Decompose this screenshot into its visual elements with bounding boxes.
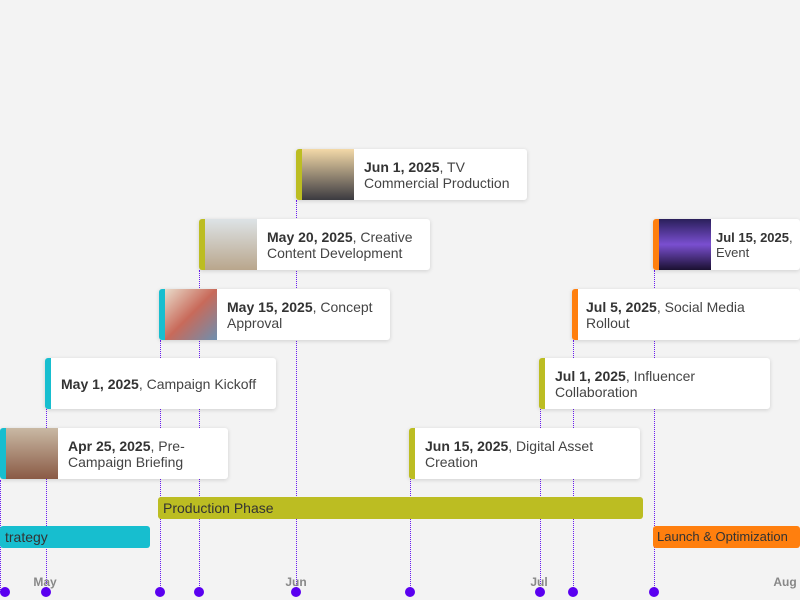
event-date: Jul 5, 2025 [586,298,657,315]
event-card[interactable]: Jul 1, 2025, Influencer Collaboration [539,358,770,409]
event-marker[interactable] [568,587,578,597]
event-line [410,479,411,592]
event-marker[interactable] [291,587,301,597]
axis-tick-label: Aug [773,575,797,589]
phase-production[interactable]: Production Phase [158,497,643,519]
event-image [165,289,217,340]
event-title: , Campaign Kickoff [138,375,257,392]
phase-launch[interactable]: Launch & Optimization [653,526,800,548]
event-title: , TV Commercial Production [364,158,510,191]
event-image [205,219,257,270]
event-title: , Event [716,229,793,260]
event-date: May 1, 2025 [61,375,139,392]
event-line [296,200,297,592]
event-date: Jul 1, 2025 [555,367,626,384]
event-date: May 15, 2025 [227,298,313,315]
event-date: Jun 15, 2025 [425,437,509,454]
axis-tick-label: Jul [530,575,548,589]
event-title: , Concept Approval [227,298,373,331]
event-date: Jul 15, 2025 [716,229,789,245]
event-image [6,428,58,479]
event-card[interactable]: May 20, 2025, Creative Content Developme… [199,219,430,270]
event-card[interactable]: Jul 5, 2025, Social Media Rollout [572,289,800,340]
axis-tick-label: Jun [285,575,307,589]
event-title: , Social Media Rollout [586,298,745,331]
event-title: , Pre-Campaign Briefing [68,437,185,470]
phase-strategy[interactable]: trategy [0,526,150,548]
event-line [654,270,655,592]
event-title: , Influencer Collaboration [555,367,696,400]
event-card[interactable]: Jun 1, 2025, TV Commercial Production [296,149,527,200]
event-marker[interactable] [405,587,415,597]
event-card[interactable]: Apr 25, 2025, Pre-Campaign Briefing [0,428,228,479]
event-marker[interactable] [649,587,659,597]
axis-tick-label: May [33,575,57,589]
event-title: , Creative Content Development [267,228,413,261]
event-image [302,149,354,200]
event-card[interactable]: Jun 15, 2025, Digital Asset Creation [409,428,640,479]
event-marker[interactable] [194,587,204,597]
event-marker[interactable] [0,587,10,597]
event-date: Jun 1, 2025 [364,158,440,175]
event-card[interactable]: Jul 15, 2025, Event [653,219,800,270]
event-date: May 20, 2025 [267,228,353,245]
event-card[interactable]: May 15, 2025, Concept Approval [159,289,390,340]
event-card[interactable]: May 1, 2025, Campaign Kickoff [45,358,276,409]
event-image [659,219,711,270]
event-marker[interactable] [155,587,165,597]
event-date: Apr 25, 2025 [68,437,151,454]
event-marker[interactable] [41,587,51,597]
event-line [46,409,47,592]
event-title: , Digital Asset Creation [425,437,594,470]
event-marker[interactable] [535,587,545,597]
